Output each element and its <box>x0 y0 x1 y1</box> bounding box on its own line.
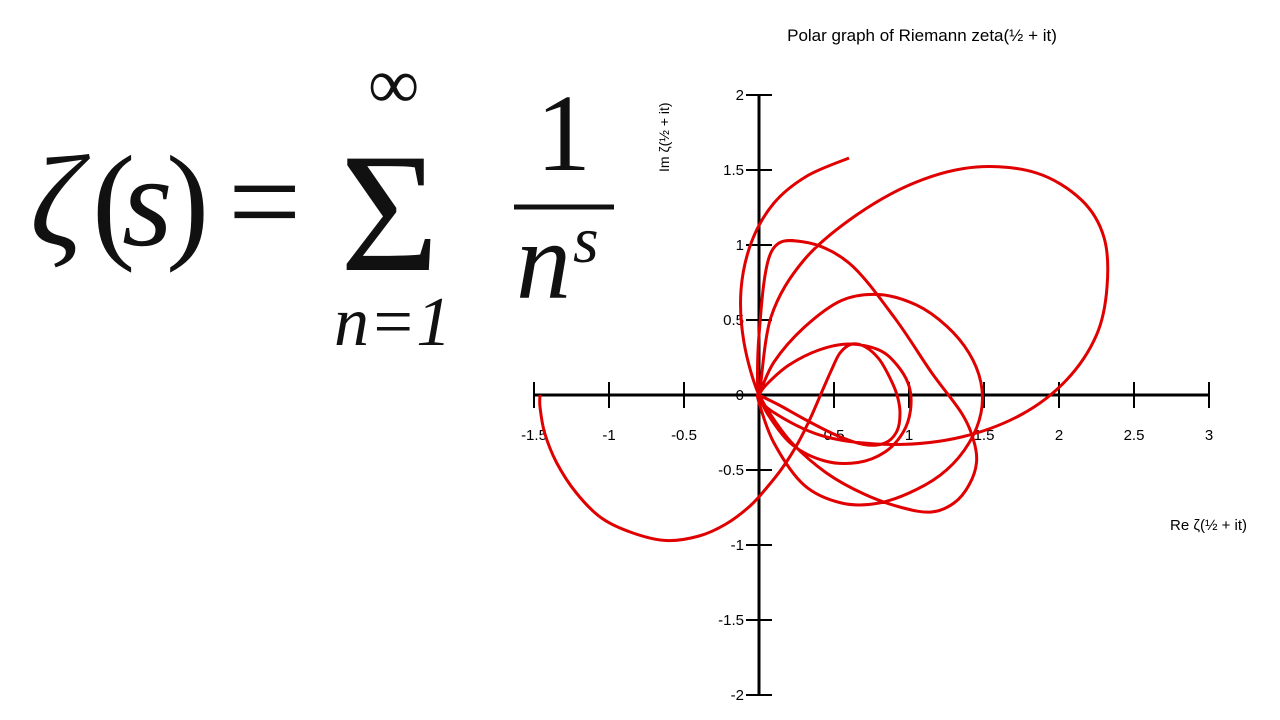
formula-denominator-base: n <box>516 200 571 322</box>
x-tick-label: 2 <box>1055 427 1063 444</box>
chart-title: Polar graph of Riemann zeta(½ + it) <box>787 26 1057 45</box>
formula-zeta-symbol: ζ <box>30 130 90 274</box>
formula-denominator-exponent: s <box>573 204 599 277</box>
formula-s-variable: s <box>122 130 173 274</box>
formula-lower-limit: n=1 <box>334 284 451 361</box>
y-tick-label: -1.5 <box>718 612 744 629</box>
series-curves <box>538 156 1110 543</box>
x-tick-label: 3 <box>1205 427 1213 444</box>
x-tick-label: -0.5 <box>671 427 697 444</box>
x-tick-label: 2.5 <box>1124 427 1145 444</box>
x-tick-label: 1 <box>905 427 913 444</box>
formula-equals-sign: = <box>228 130 301 274</box>
x-axis-label: Re ζ(½ + it) <box>1170 517 1247 534</box>
y-axis-ticks: -2 -1.5 -1 -0.5 0 0.5 1 1.5 2 <box>718 87 772 704</box>
series-line-0 <box>538 156 1110 543</box>
polar-chart: Polar graph of Riemann zeta(½ + it) -1.5… <box>521 26 1247 704</box>
y-axis-label: Im ζ(½ + it) <box>656 102 672 172</box>
y-tick-label: -1 <box>731 537 744 554</box>
y-tick-label: 1 <box>736 237 744 254</box>
y-tick-label: -0.5 <box>718 462 744 479</box>
y-tick-label: 0.5 <box>723 312 744 329</box>
x-tick-label: -1 <box>602 427 615 444</box>
x-tick-label: -1.5 <box>521 427 547 444</box>
y-tick-label: 0 <box>736 387 744 404</box>
formula-close-paren: ) <box>166 130 209 274</box>
zeta-formula: ζ ( s ) = ∞ Σ n=1 1 n s <box>30 44 614 361</box>
y-tick-label: 2 <box>736 87 744 104</box>
formula-numerator: 1 <box>536 72 591 194</box>
formula-sigma-symbol: Σ <box>340 119 439 307</box>
formula-upper-limit: ∞ <box>368 44 419 124</box>
formula-open-paren: ( <box>92 130 135 274</box>
y-tick-label: -2 <box>731 687 744 704</box>
y-tick-label: 1.5 <box>723 162 744 179</box>
